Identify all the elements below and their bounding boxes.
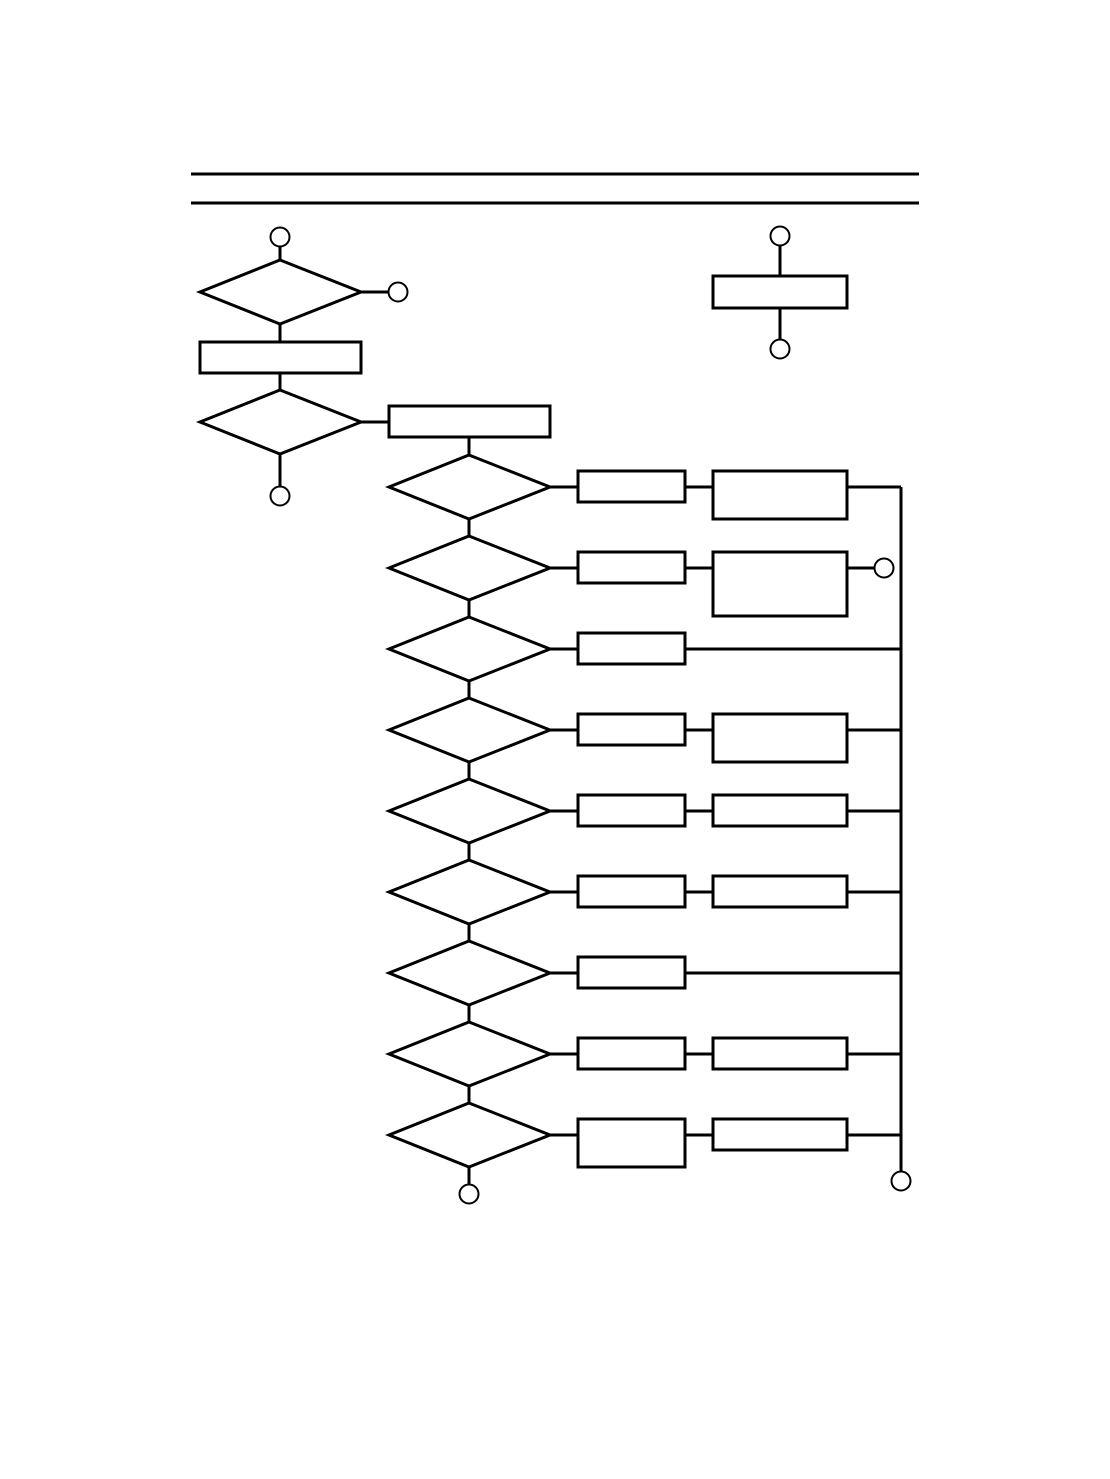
chain-decision-2 bbox=[384, 534, 555, 602]
chain-decision-8 bbox=[384, 1020, 555, 1088]
branch-8-process-b bbox=[711, 1036, 849, 1071]
branch-6-process-b bbox=[711, 874, 849, 909]
decision-1 bbox=[195, 258, 366, 326]
chain-decision-4 bbox=[384, 696, 555, 764]
process-2 bbox=[387, 404, 552, 439]
chain-decision-1 bbox=[384, 453, 555, 521]
branch-2-process-b bbox=[711, 550, 849, 618]
decision-2 bbox=[195, 388, 366, 456]
exit-connector-2 bbox=[269, 485, 291, 507]
chain-exit-connector bbox=[458, 1183, 480, 1205]
collector-exit-connector bbox=[890, 1170, 912, 1192]
start-connector bbox=[269, 226, 291, 248]
branch-3-process-a bbox=[576, 631, 687, 666]
sub-end-connector bbox=[769, 338, 791, 360]
branch-1-process-b bbox=[711, 469, 849, 521]
branch-2-exit-connector bbox=[873, 557, 895, 579]
branch-8-process-a bbox=[576, 1036, 687, 1071]
branch-2-process-a bbox=[576, 550, 687, 585]
branch-5-process-a bbox=[576, 793, 687, 828]
branch-6-process-a bbox=[576, 874, 687, 909]
branch-7-process-a bbox=[576, 955, 687, 990]
branch-4-process-a bbox=[576, 712, 687, 747]
branch-5-process-b bbox=[711, 793, 849, 828]
branch-4-process-b bbox=[711, 712, 849, 764]
branch-9-process-a bbox=[576, 1117, 687, 1169]
sub-start-connector bbox=[769, 225, 791, 247]
chain-decision-7 bbox=[384, 939, 555, 1007]
chain-decision-6 bbox=[384, 858, 555, 926]
sub-process bbox=[711, 274, 849, 310]
exit-connector-1 bbox=[387, 281, 409, 303]
branch-1-process-a bbox=[576, 469, 687, 504]
branch-9-process-b bbox=[711, 1117, 849, 1152]
chain-decision-3 bbox=[384, 615, 555, 683]
process-1 bbox=[198, 340, 363, 375]
chain-decision-5 bbox=[384, 777, 555, 845]
chain-decision-9 bbox=[384, 1101, 555, 1169]
